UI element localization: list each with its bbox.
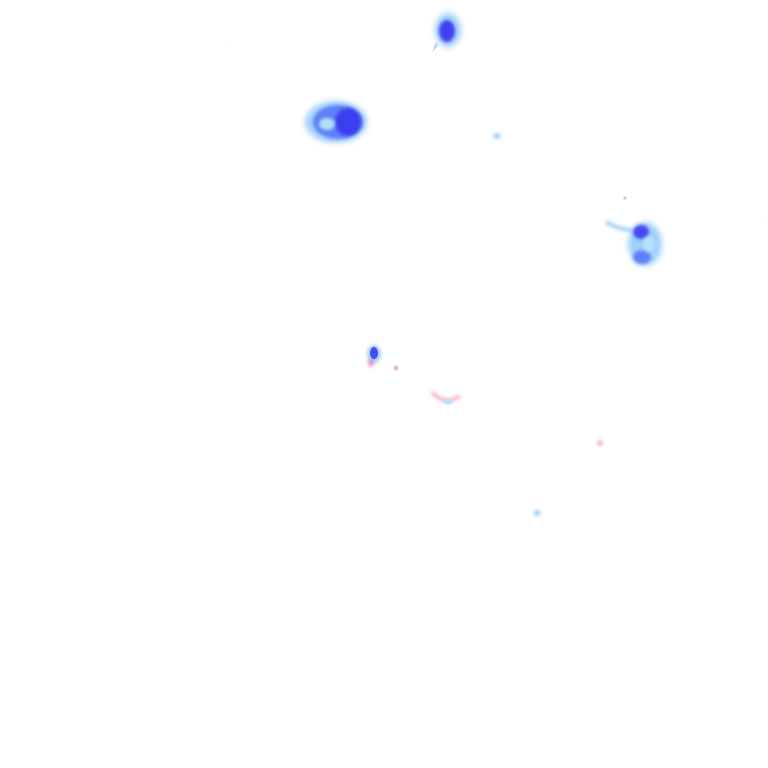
blob-top-center [432,13,461,52]
speck-pink-right [597,440,603,446]
blob-right [605,196,662,266]
faint-dot [225,42,227,44]
speck-pink-center [393,365,462,405]
blob-center-small [367,345,381,367]
faint-dot [764,221,766,223]
speck-cyan-lower [533,510,541,516]
blob-upper-left [305,101,367,143]
speck-cyan-upper [493,133,501,139]
